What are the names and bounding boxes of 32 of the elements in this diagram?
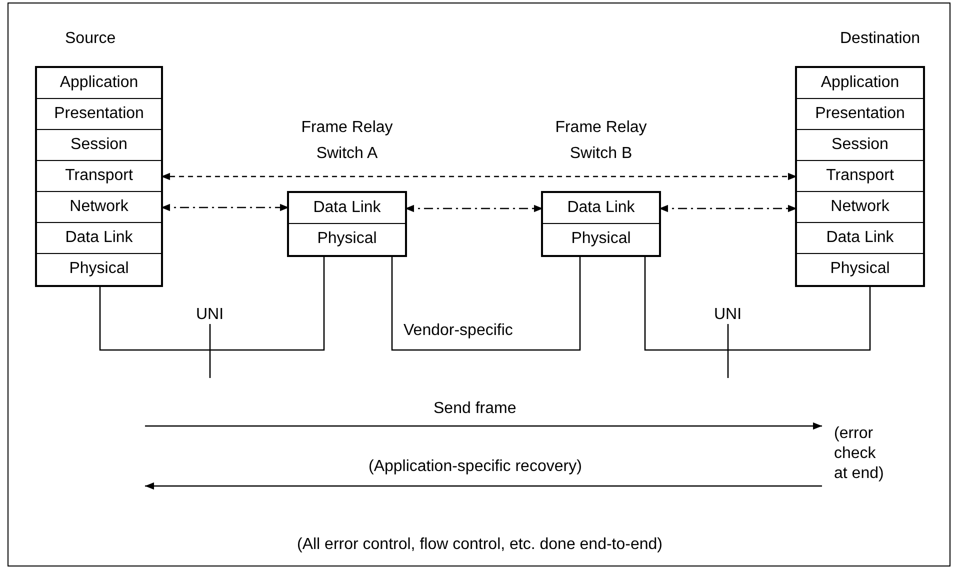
protocol-layer: Network <box>37 192 161 223</box>
link-line <box>391 255 581 351</box>
arrow <box>161 172 797 180</box>
link-line <box>644 255 871 351</box>
arrow <box>145 422 822 430</box>
protocol-layer: Physical <box>543 224 659 255</box>
arrow <box>405 204 543 212</box>
protocol-layer: Session <box>797 130 923 161</box>
protocol-layer: Session <box>37 130 161 161</box>
protocol-layer: Physical <box>797 254 923 285</box>
protocol-layer: Data Link <box>797 223 923 254</box>
stack-heading: Source <box>65 29 117 49</box>
link-line <box>99 255 325 351</box>
stack-heading: Frame Relay Switch B <box>554 118 648 164</box>
protocol-layer: Presentation <box>797 99 923 130</box>
note-text: (error check at end) <box>834 424 890 484</box>
protocol-layer: Data Link <box>289 193 405 224</box>
protocol-layer: Presentation <box>37 99 161 130</box>
arrow <box>659 204 797 212</box>
protocol-layer: Transport <box>37 161 161 192</box>
protocol-layer: Data Link <box>37 223 161 254</box>
protocol-layer: Application <box>797 68 923 99</box>
protocol-layer: Physical <box>289 224 405 255</box>
stack-heading: Destination <box>840 29 922 49</box>
arrow <box>145 482 822 490</box>
protocol-layer: Network <box>797 192 923 223</box>
protocol-layer: Data Link <box>543 193 659 224</box>
arrow <box>161 204 289 212</box>
protocol-layer: Application <box>37 68 161 99</box>
protocol-layer: Physical <box>37 254 161 285</box>
protocol-layer: Transport <box>797 161 923 192</box>
stack-heading: Frame Relay Switch A <box>300 118 394 164</box>
